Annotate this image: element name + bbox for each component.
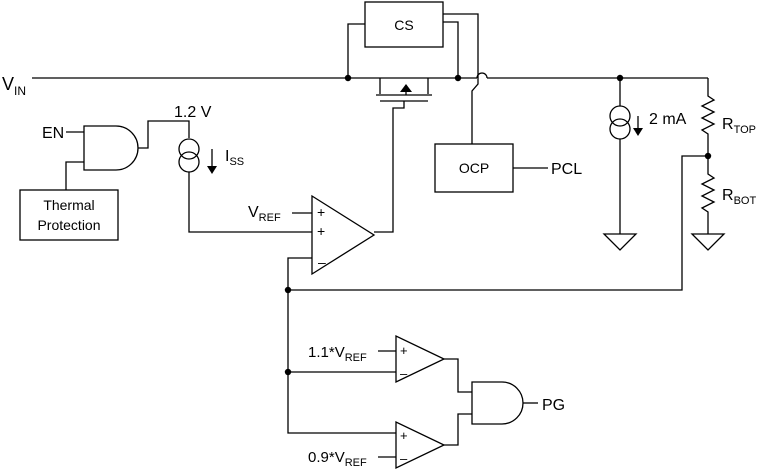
rtop-resistor: [700, 78, 716, 156]
junction-dot: [284, 368, 292, 376]
vin-rail-hop: [476, 72, 488, 79]
err-plus-2: +: [317, 223, 325, 239]
rbot-label: RBOT: [722, 187, 756, 207]
err-minus: –: [318, 254, 326, 270]
junction-dot: [284, 286, 292, 294]
ss-wire: [188, 172, 312, 233]
ref-lo-label: 0.9*VREF: [308, 449, 367, 469]
comp-hi-out: [444, 358, 472, 393]
cs-right-wire-1: [443, 13, 479, 144]
pcl-label: PCL: [551, 161, 582, 178]
comp-lo-minus: –: [400, 451, 408, 466]
pg-and-gate: [471, 381, 524, 425]
iss-label: ISS: [225, 148, 244, 168]
fb-wire: [287, 257, 396, 434]
pass-mosfet: [374, 78, 432, 233]
v12-label: 1.2 V: [174, 104, 212, 121]
rbot-resistor: [700, 156, 716, 234]
ma2-label: 2 mA: [649, 111, 687, 128]
cs-right-wire-2: [443, 21, 459, 78]
ocp-block: [434, 143, 514, 193]
thermal-wire: [65, 161, 84, 190]
ocp-label: OCP: [459, 160, 489, 176]
thermal-protection-block: [19, 189, 119, 241]
cs-left-wire: [347, 23, 365, 78]
rtop-label: RTOP: [722, 116, 756, 136]
en-and-gate: [83, 125, 139, 171]
comp-hi-minus: –: [400, 366, 408, 381]
cs-label: CS: [394, 17, 413, 33]
fb-return-wire: [288, 155, 708, 291]
en-label: EN: [42, 125, 64, 142]
current-source-2ma: [602, 78, 643, 251]
err-plus-1: +: [317, 204, 325, 220]
pg-comparator-high: [395, 334, 446, 384]
comp-lo-plus: +: [400, 428, 408, 443]
iss-current-source: [178, 138, 217, 174]
comp-lo-out: [444, 413, 472, 446]
error-amplifier: [311, 194, 376, 276]
ref-hi-label: 1.1*VREF: [308, 344, 367, 364]
gate-to-source-wire: [138, 120, 190, 149]
vin-label: VIN: [2, 74, 26, 98]
thermal-label-line1: Thermal: [43, 197, 94, 213]
pg-comparator-low: [395, 420, 446, 470]
comp-hi-plus: +: [400, 343, 408, 358]
vref-label: VREF: [248, 204, 281, 224]
ground-symbol: [690, 233, 726, 251]
pg-label: PG: [542, 397, 565, 414]
thermal-label-line2: Protection: [37, 217, 100, 233]
